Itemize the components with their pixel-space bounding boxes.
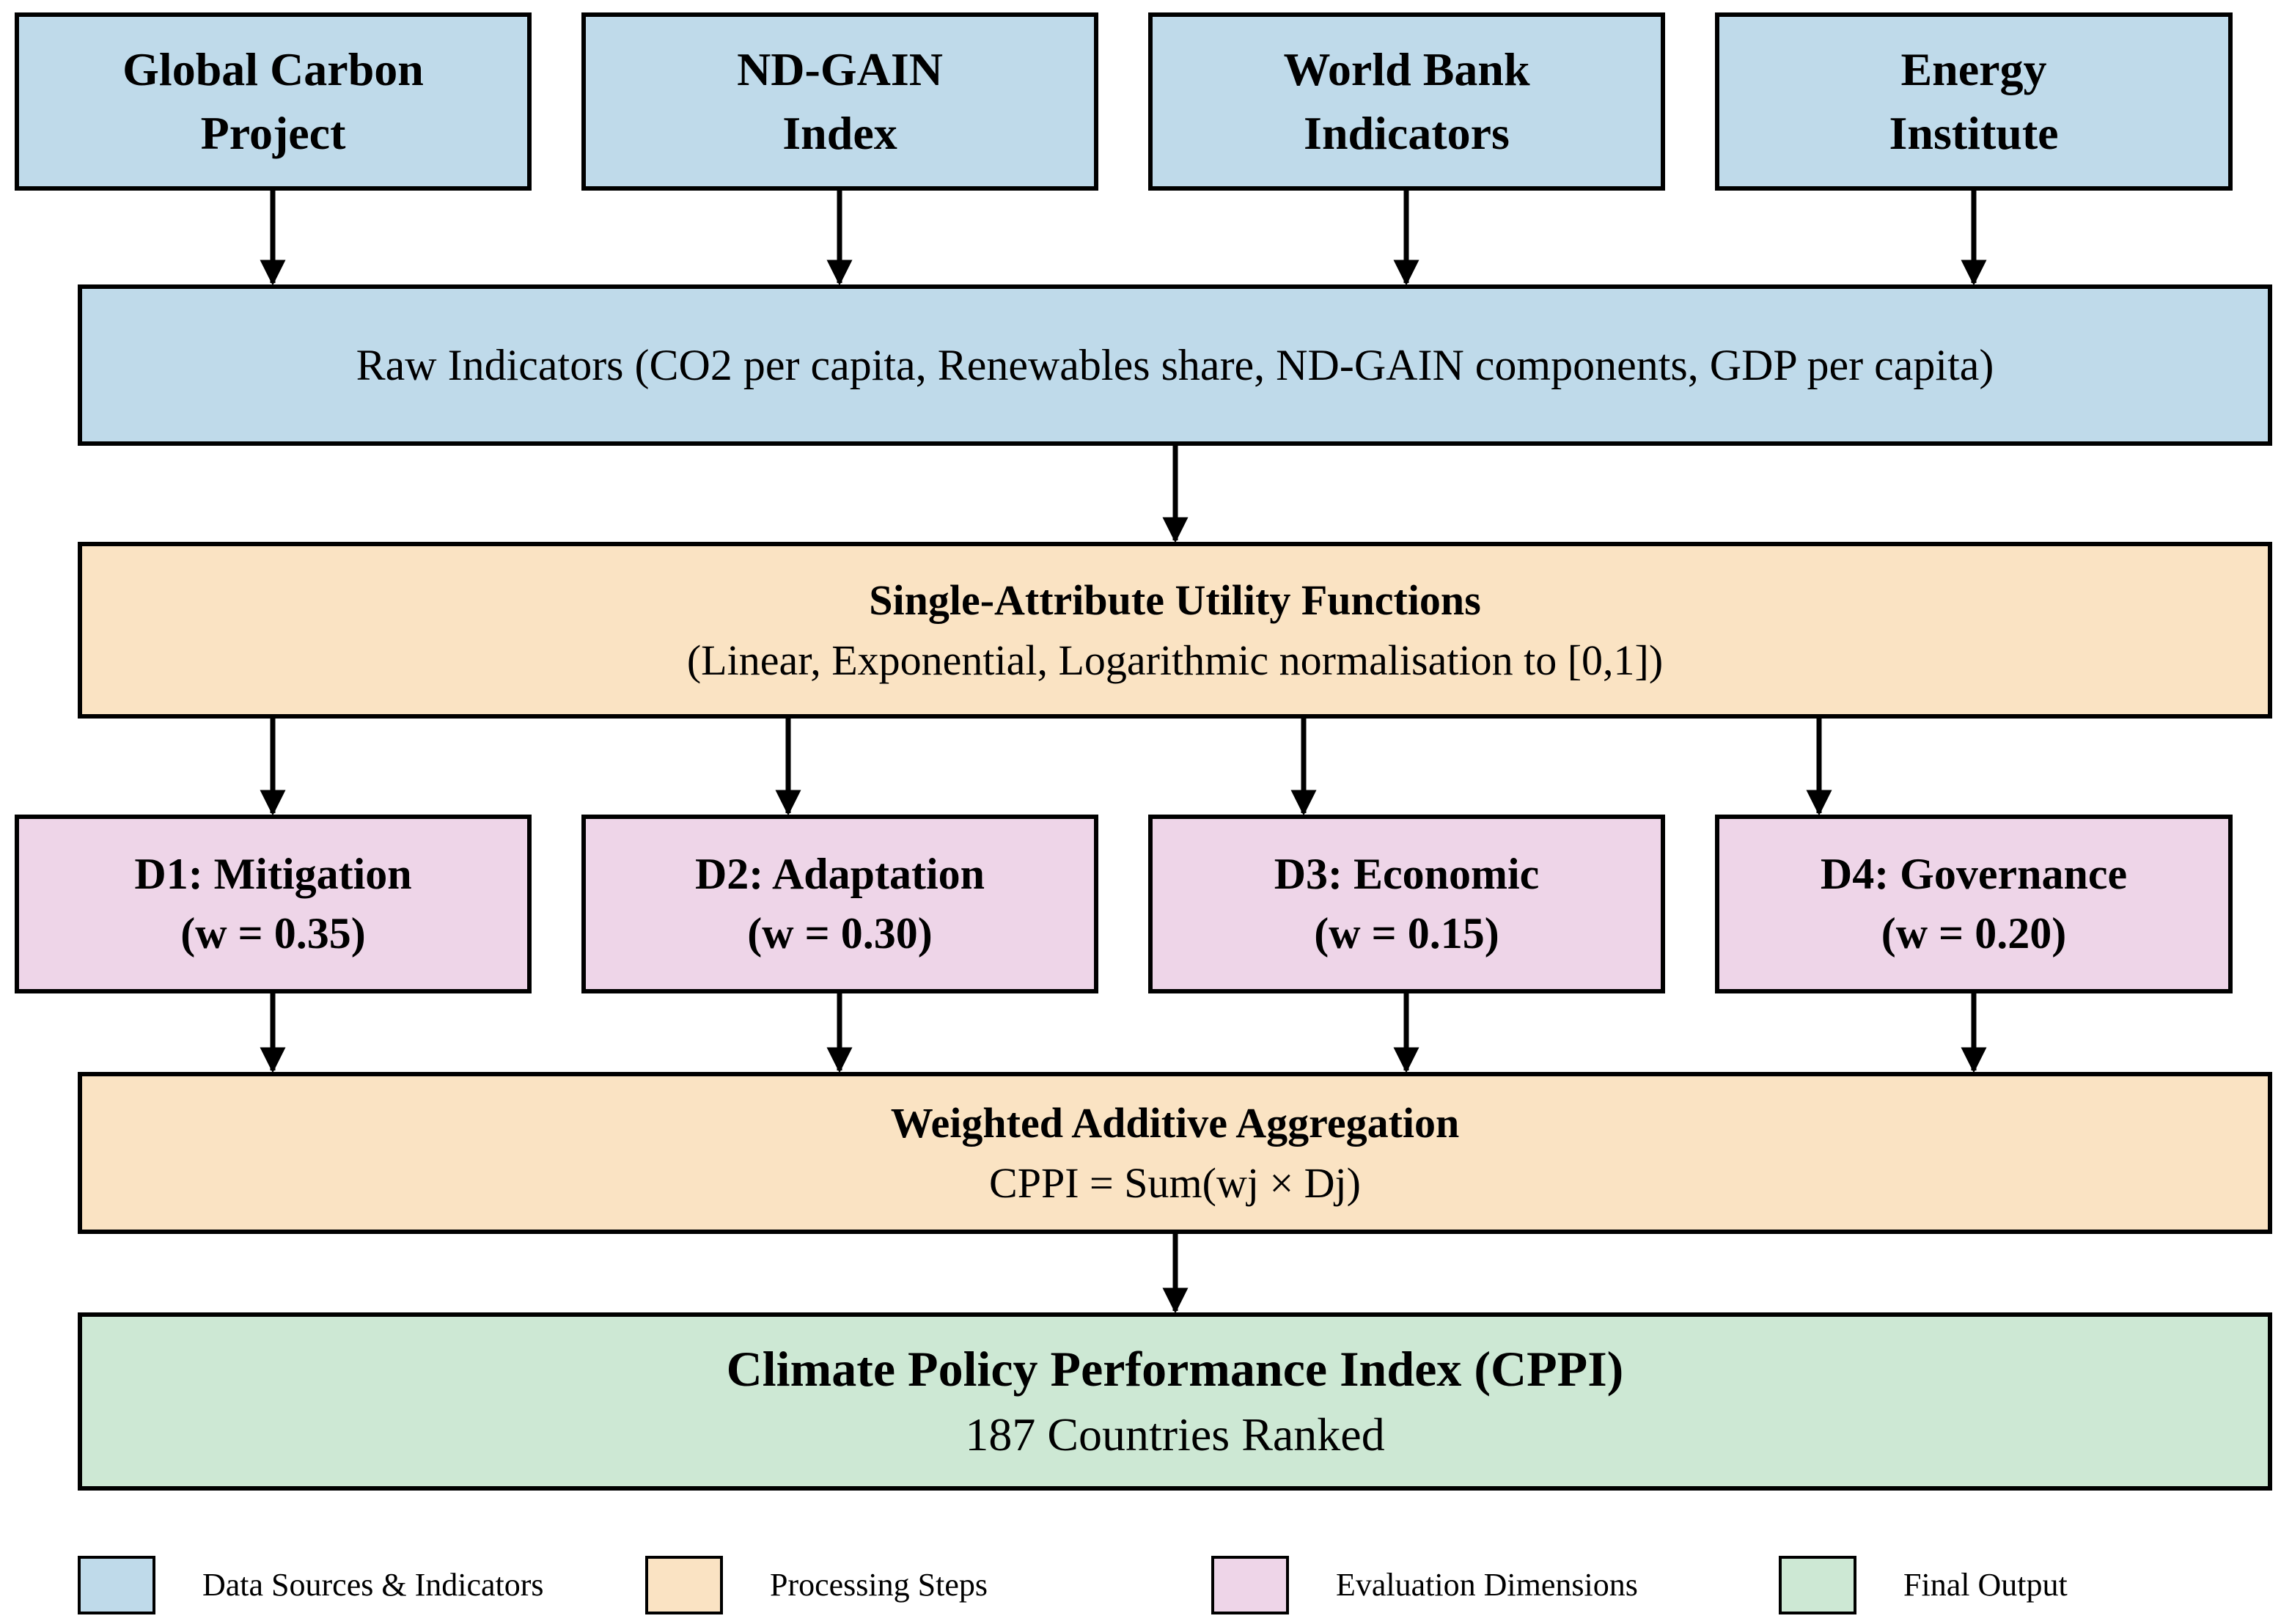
dimension-name: D1: Mitigation [134,850,412,898]
dimension-name: D3: Economic [1274,850,1540,898]
dimension-name: D4: Governance [1820,850,2128,898]
utility-functions-box: Single-Attribute Utility Functions (Line… [78,542,2272,719]
aggregation-box: Weighted Additive Aggregation CPPI = Sum… [78,1072,2272,1234]
source-label-line2: Institute [1889,106,2059,159]
dimension-d1-mitigation: D1: Mitigation (w = 0.35) [15,815,532,993]
source-label-line1: World Bank [1283,43,1530,96]
legend-swatch-dimensions [1211,1556,1289,1614]
dimension-d4-governance: D4: Governance (w = 0.20) [1715,815,2233,993]
final-output-subtitle: 187 Countries Ranked [965,1408,1385,1461]
utility-functions-title: Single-Attribute Utility Functions [869,576,1481,625]
final-output-title: Climate Policy Performance Index (CPPI) [726,1341,1624,1397]
legend-label-data-sources: Data Sources & Indicators [202,1567,544,1603]
legend-label-final-output: Final Output [1903,1567,2068,1603]
dimension-weight: (w = 0.20) [1881,909,2067,958]
dimension-name: D2: Adaptation [694,850,985,898]
legend-swatch-data-sources [78,1556,155,1614]
source-label-line1: Energy [1900,43,2047,96]
source-label-line2: Project [200,106,346,159]
legend-swatch-final-output [1779,1556,1856,1614]
source-world-bank-indicators: World Bank Indicators [1148,12,1665,191]
utility-functions-subtitle: (Linear, Exponential, Logarithmic normal… [686,636,1664,684]
legend-swatch-processing [645,1556,723,1614]
dimension-weight: (w = 0.15) [1314,909,1499,958]
aggregation-formula: CPPI = Sum(wj × Dj) [989,1158,1361,1207]
source-nd-gain-index: ND-GAIN Index [581,12,1098,191]
final-output-box: Climate Policy Performance Index (CPPI) … [78,1312,2272,1491]
source-label-line1: ND-GAIN [737,43,943,96]
raw-indicators-box: Raw Indicators (CO2 per capita, Renewabl… [78,284,2272,446]
legend-label-dimensions: Evaluation Dimensions [1336,1567,1638,1603]
source-global-carbon-project: Global Carbon Project [15,12,532,191]
source-label-line2: Index [782,106,897,159]
dimension-weight: (w = 0.35) [180,909,366,958]
dimension-weight: (w = 0.30) [747,909,933,958]
aggregation-title: Weighted Additive Aggregation [890,1099,1460,1147]
source-energy-institute: Energy Institute [1715,12,2233,191]
source-label-line2: Indicators [1304,106,1510,159]
dimension-d2-adaptation: D2: Adaptation (w = 0.30) [581,815,1098,993]
raw-indicators-label: Raw Indicators (CO2 per capita, Renewabl… [356,340,1994,389]
legend-label-processing: Processing Steps [770,1567,988,1603]
dimension-d3-economic: D3: Economic (w = 0.15) [1148,815,1665,993]
source-label-line1: Global Carbon [122,43,424,96]
